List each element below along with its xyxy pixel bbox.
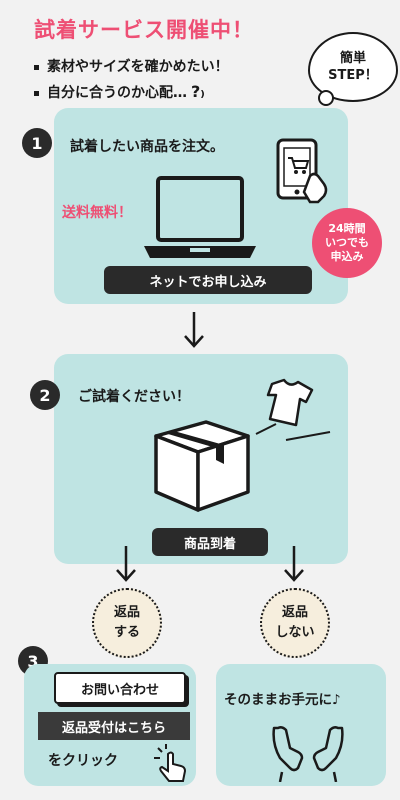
step1-number: 1 [22,128,52,158]
free-shipping-label: 送料無料！ [62,205,132,221]
hand-pointer-icon [154,744,187,782]
step2-number: 2 [30,380,60,410]
return-request-button[interactable]: 返品受付はこちら [38,712,190,740]
24h-badge: 24時間 いつでも 申込み [312,208,382,278]
bullet-dot-icon [34,64,39,70]
package-box-icon [154,420,250,512]
item-arrival-label: 商品到着 [152,528,268,556]
tshirt-icon [255,378,331,441]
laptop-icon [144,176,256,258]
step1-text: 試着したい商品を注文。 [70,139,224,155]
open-hands-icon [272,726,344,782]
question-marks-icon: ?₎ [191,82,205,101]
bullet-item: 素材やサイズを確かめたい！ [34,56,229,76]
bullet-dot-icon [34,90,39,96]
inquiry-button[interactable]: お問い合わせ [54,672,186,704]
click-instruction: をクリック [48,753,118,769]
arrow-down-icon [184,312,204,348]
bubble-tail [318,90,334,106]
bullet-item: 自分に合うのか心配…?₎ [34,82,205,102]
step3-keep-panel [216,664,386,786]
keep-text: そのままお手元に♪ [224,692,341,708]
smartphone-cart-icon [276,138,328,204]
keep-option: 返品 しない [260,588,330,658]
return-option: 返品 する [92,588,162,658]
step2-text: ご試着ください！ [78,389,190,405]
page-title: 試着サービス開催中！ [34,18,254,42]
online-order-label: ネットでお申し込み [104,266,312,294]
arrow-down-icon [284,546,304,582]
arrow-down-icon [116,546,136,582]
